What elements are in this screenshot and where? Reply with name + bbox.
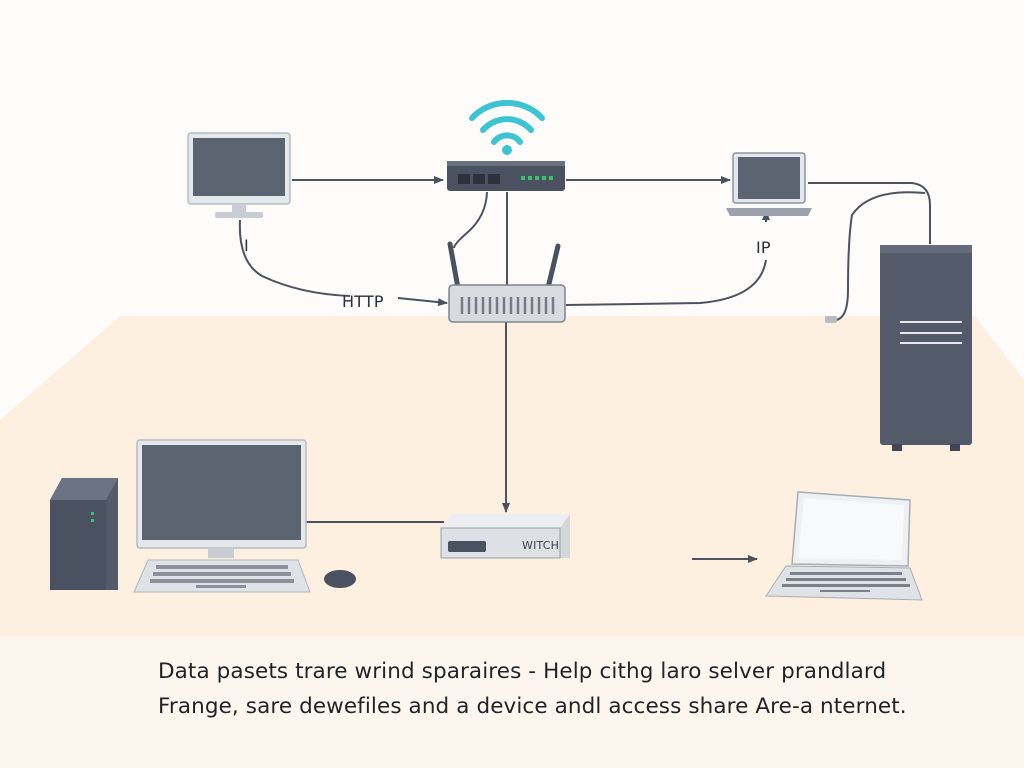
http-label: HTTP	[342, 292, 384, 311]
cable-plug	[825, 316, 837, 323]
wifi-icon	[469, 99, 545, 155]
server-tower-icon	[880, 245, 972, 451]
monitor-label: I	[244, 236, 249, 255]
caption-band	[0, 636, 1024, 768]
router-icon	[447, 241, 566, 323]
link-server-cable	[835, 191, 926, 321]
desktop-monitor-icon	[136, 439, 307, 558]
switch-icon	[440, 514, 570, 559]
hub-icon	[447, 161, 565, 191]
floor-plane	[0, 316, 1024, 636]
ip-label: IP	[756, 238, 771, 257]
link-hub-to-router-a	[453, 191, 488, 249]
switch-label: WITCH	[522, 539, 560, 552]
desktop-tower-icon	[50, 478, 118, 590]
link-laptop-to-server	[808, 182, 931, 244]
link-http-to-router	[397, 297, 448, 307]
mouse-icon	[324, 570, 356, 588]
keyboard-icon	[133, 559, 311, 593]
caption-line-2: Frange, sare dewefiles and a device andl…	[158, 694, 907, 719]
laptop-bottom-icon	[765, 491, 923, 601]
monitor-icon	[187, 132, 291, 218]
link-router-to-ip	[565, 259, 767, 306]
laptop-icon	[726, 152, 812, 216]
caption-line-1: Data pasets trare wrind sparaires - Help…	[158, 659, 887, 684]
link-monitor-curve-http	[238, 219, 351, 297]
